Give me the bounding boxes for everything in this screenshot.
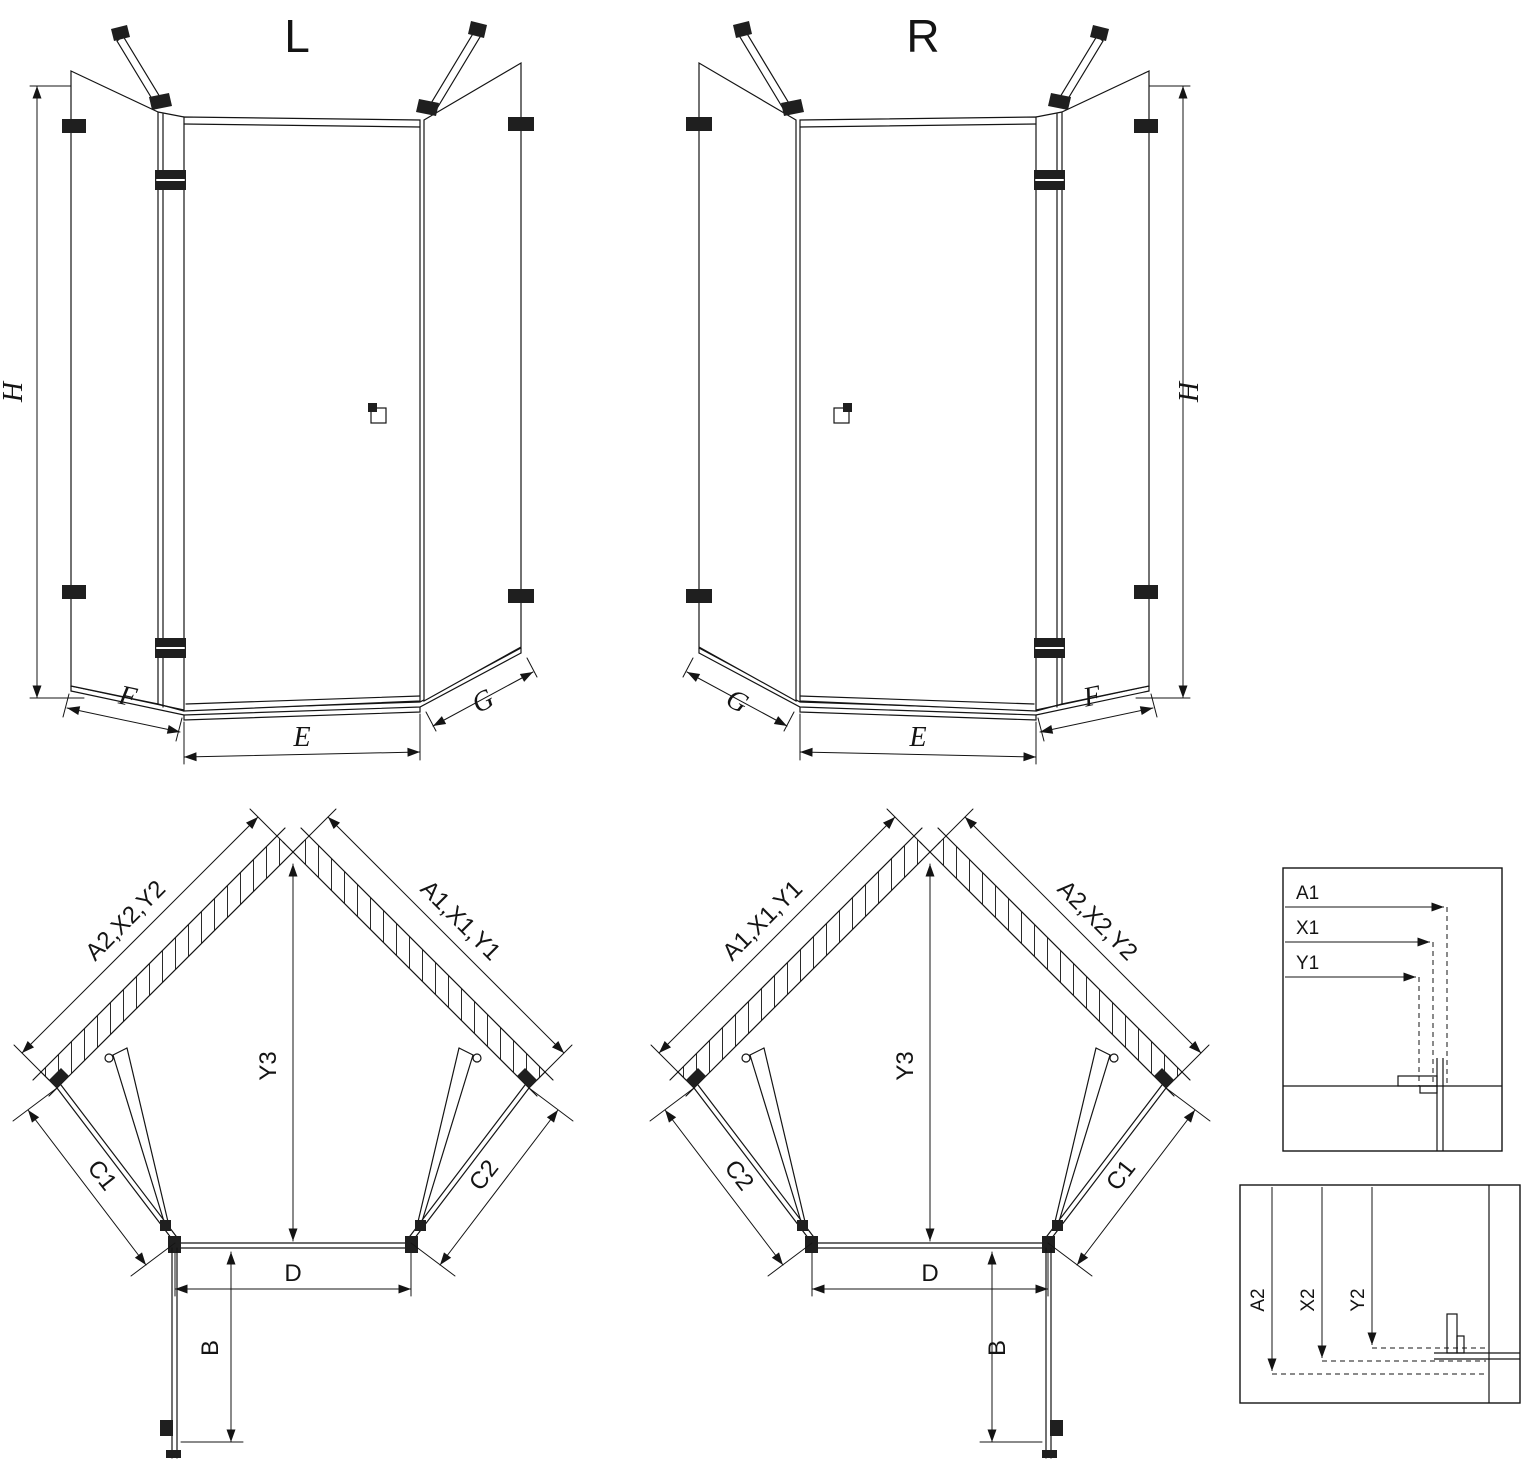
dim-label-e-right: E: [908, 722, 926, 753]
right-3d-geometry: [683, 21, 1190, 764]
dim-label-height-left: H: [0, 380, 29, 403]
left-plan-view: A2,X2,Y2 A1,X1,Y1 Y3 C1 C2 D B: [13, 809, 573, 1458]
detail-bottom-label-y2: Y2: [1348, 1288, 1369, 1311]
dim-label-side-left-l: C1: [82, 1155, 122, 1196]
dim-label-door-l: D: [284, 1260, 301, 1287]
dim-label-door-r: D: [921, 1260, 938, 1287]
detail-bottom-profile-step: [1456, 1335, 1465, 1354]
detail-top-label-a1: A1: [1296, 883, 1319, 904]
left-3d-view: L H F E G: [0, 10, 537, 764]
view-label-right: R: [906, 10, 939, 62]
detail-bottom-frame: [1239, 1184, 1521, 1404]
dim-label-e-left: E: [292, 722, 310, 753]
dim-label-wall-left-l: A2,X2,Y2: [80, 875, 171, 966]
detail-top-profile: [1397, 1075, 1438, 1087]
dim-label-side-right-l: C2: [464, 1155, 504, 1196]
right-plan-view: A1,X1,Y1 A2,X2,Y2 Y3 C2 C1 D B: [650, 809, 1210, 1458]
detail-bottom-profile: [1446, 1313, 1458, 1354]
detail-top-profile-step: [1419, 1085, 1438, 1094]
corner-detail-top: A1 X1 Y1: [1282, 867, 1503, 1152]
view-label-left: L: [284, 10, 310, 62]
dim-label-g-left: G: [467, 683, 499, 720]
dim-label-wall-right-l: A1,X1,Y1: [415, 875, 506, 966]
detail-top-frame: [1282, 867, 1503, 1152]
dim-label-g-right: G: [721, 683, 753, 720]
detail-bottom-label-a2: A2: [1248, 1288, 1269, 1311]
detail-top-label-x1: X1: [1296, 918, 1319, 939]
left-plan-geometry: [13, 809, 573, 1458]
dim-label-return-r: B: [984, 1340, 1011, 1356]
dim-label-depth-l: Y3: [255, 1051, 282, 1080]
dim-label-wall-right-r: A2,X2,Y2: [1052, 875, 1143, 966]
dim-label-side-right-r: C1: [1101, 1155, 1141, 1196]
right-3d-view: R H G E F: [683, 10, 1205, 764]
dim-label-side-left-r: C2: [719, 1155, 759, 1196]
detail-top-label-y1: Y1: [1296, 953, 1319, 974]
dim-label-wall-left-r: A1,X1,Y1: [717, 875, 808, 966]
dim-label-return-l: B: [197, 1340, 224, 1356]
left-3d-geometry: [30, 21, 537, 764]
dim-label-depth-r: Y3: [892, 1051, 919, 1080]
right-plan-geometry: [650, 809, 1210, 1458]
dim-label-height-right: H: [1174, 380, 1205, 403]
detail-bottom-label-x2: X2: [1298, 1288, 1319, 1311]
corner-detail-bottom: A2 X2 Y2: [1239, 1184, 1521, 1404]
